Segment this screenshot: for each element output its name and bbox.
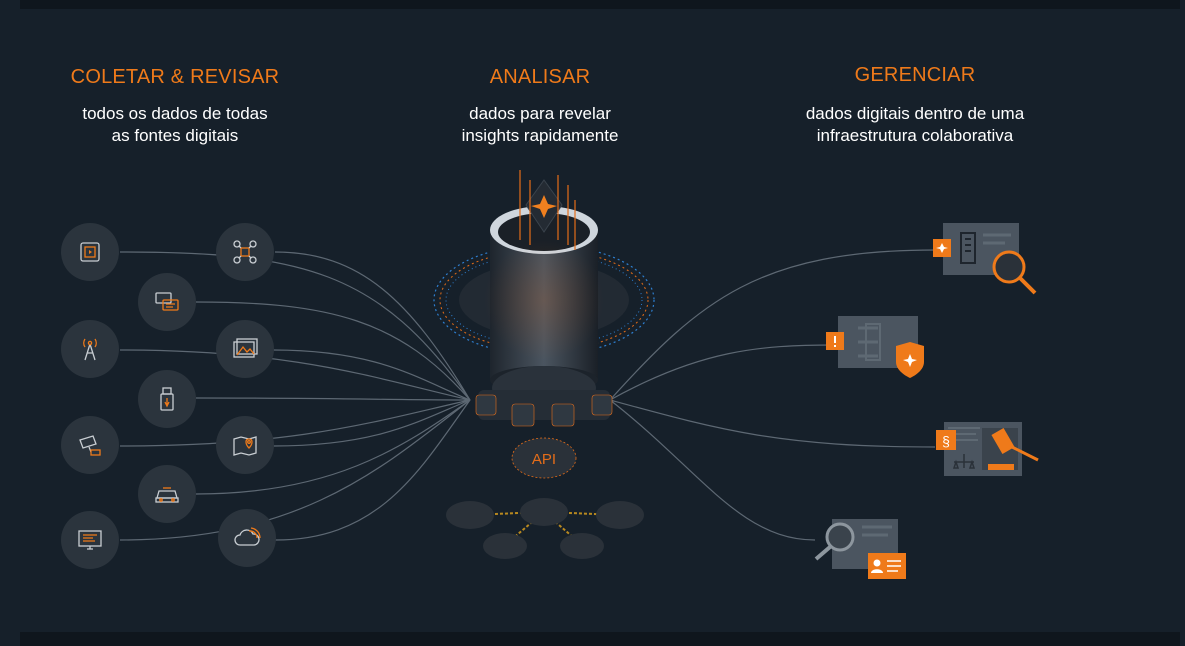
collect-title: COLETAR & REVISAR (70, 66, 280, 88)
drone-icon (216, 223, 274, 281)
analyze-description: dados para revelar insights rapidamente (430, 103, 650, 147)
mobile-video-icon (61, 223, 119, 281)
manage-line-2: infraestrutura colaborativa (816, 126, 1014, 145)
analyze-line-1: dados para revelar (469, 104, 611, 123)
top-divider (20, 0, 1180, 9)
api-label: API (532, 451, 556, 468)
bottom-divider (20, 632, 1180, 646)
usb-drive-icon (138, 370, 196, 428)
svg-text:§: § (942, 433, 950, 449)
investigation-search-card (933, 223, 1037, 295)
manage-title: GERENCIAR (854, 64, 976, 86)
image-gallery-icon (216, 320, 274, 378)
legal-court-card: § (936, 422, 1039, 476)
cctv-camera-icon (61, 416, 119, 474)
map-location-icon (216, 416, 274, 474)
chat-messages-icon (138, 273, 196, 331)
collect-line-1: todos os dados de todas (82, 104, 268, 123)
police-badge-card (826, 316, 924, 378)
analyze-line-2: insights rapidamente (461, 126, 619, 145)
radio-tower-icon (61, 320, 119, 378)
cloud-icon (218, 509, 276, 567)
identity-search-card (814, 519, 906, 579)
input-lines (119, 251, 471, 541)
collect-description: todos os dados de todas as fontes digita… (55, 103, 295, 147)
collect-column: COLETAR & REVISAR todos os dados de toda… (55, 66, 295, 147)
collect-line-2: as fontes digitais (111, 126, 239, 145)
analyze-column: ANALISAR dados para revelar insights rap… (430, 66, 650, 147)
manage-description: dados digitais dentro de uma infraestrut… (770, 103, 1060, 147)
manage-line-1: dados digitais dentro de uma (805, 104, 1025, 123)
vehicle-icon (138, 465, 196, 523)
computer-monitor-icon (61, 511, 119, 569)
analyze-title: ANALISAR (489, 66, 591, 88)
manage-column: GERENCIAR dados digitais dentro de uma i… (770, 64, 1060, 147)
analysis-hub: API (433, 170, 655, 559)
output-lines (609, 249, 936, 541)
